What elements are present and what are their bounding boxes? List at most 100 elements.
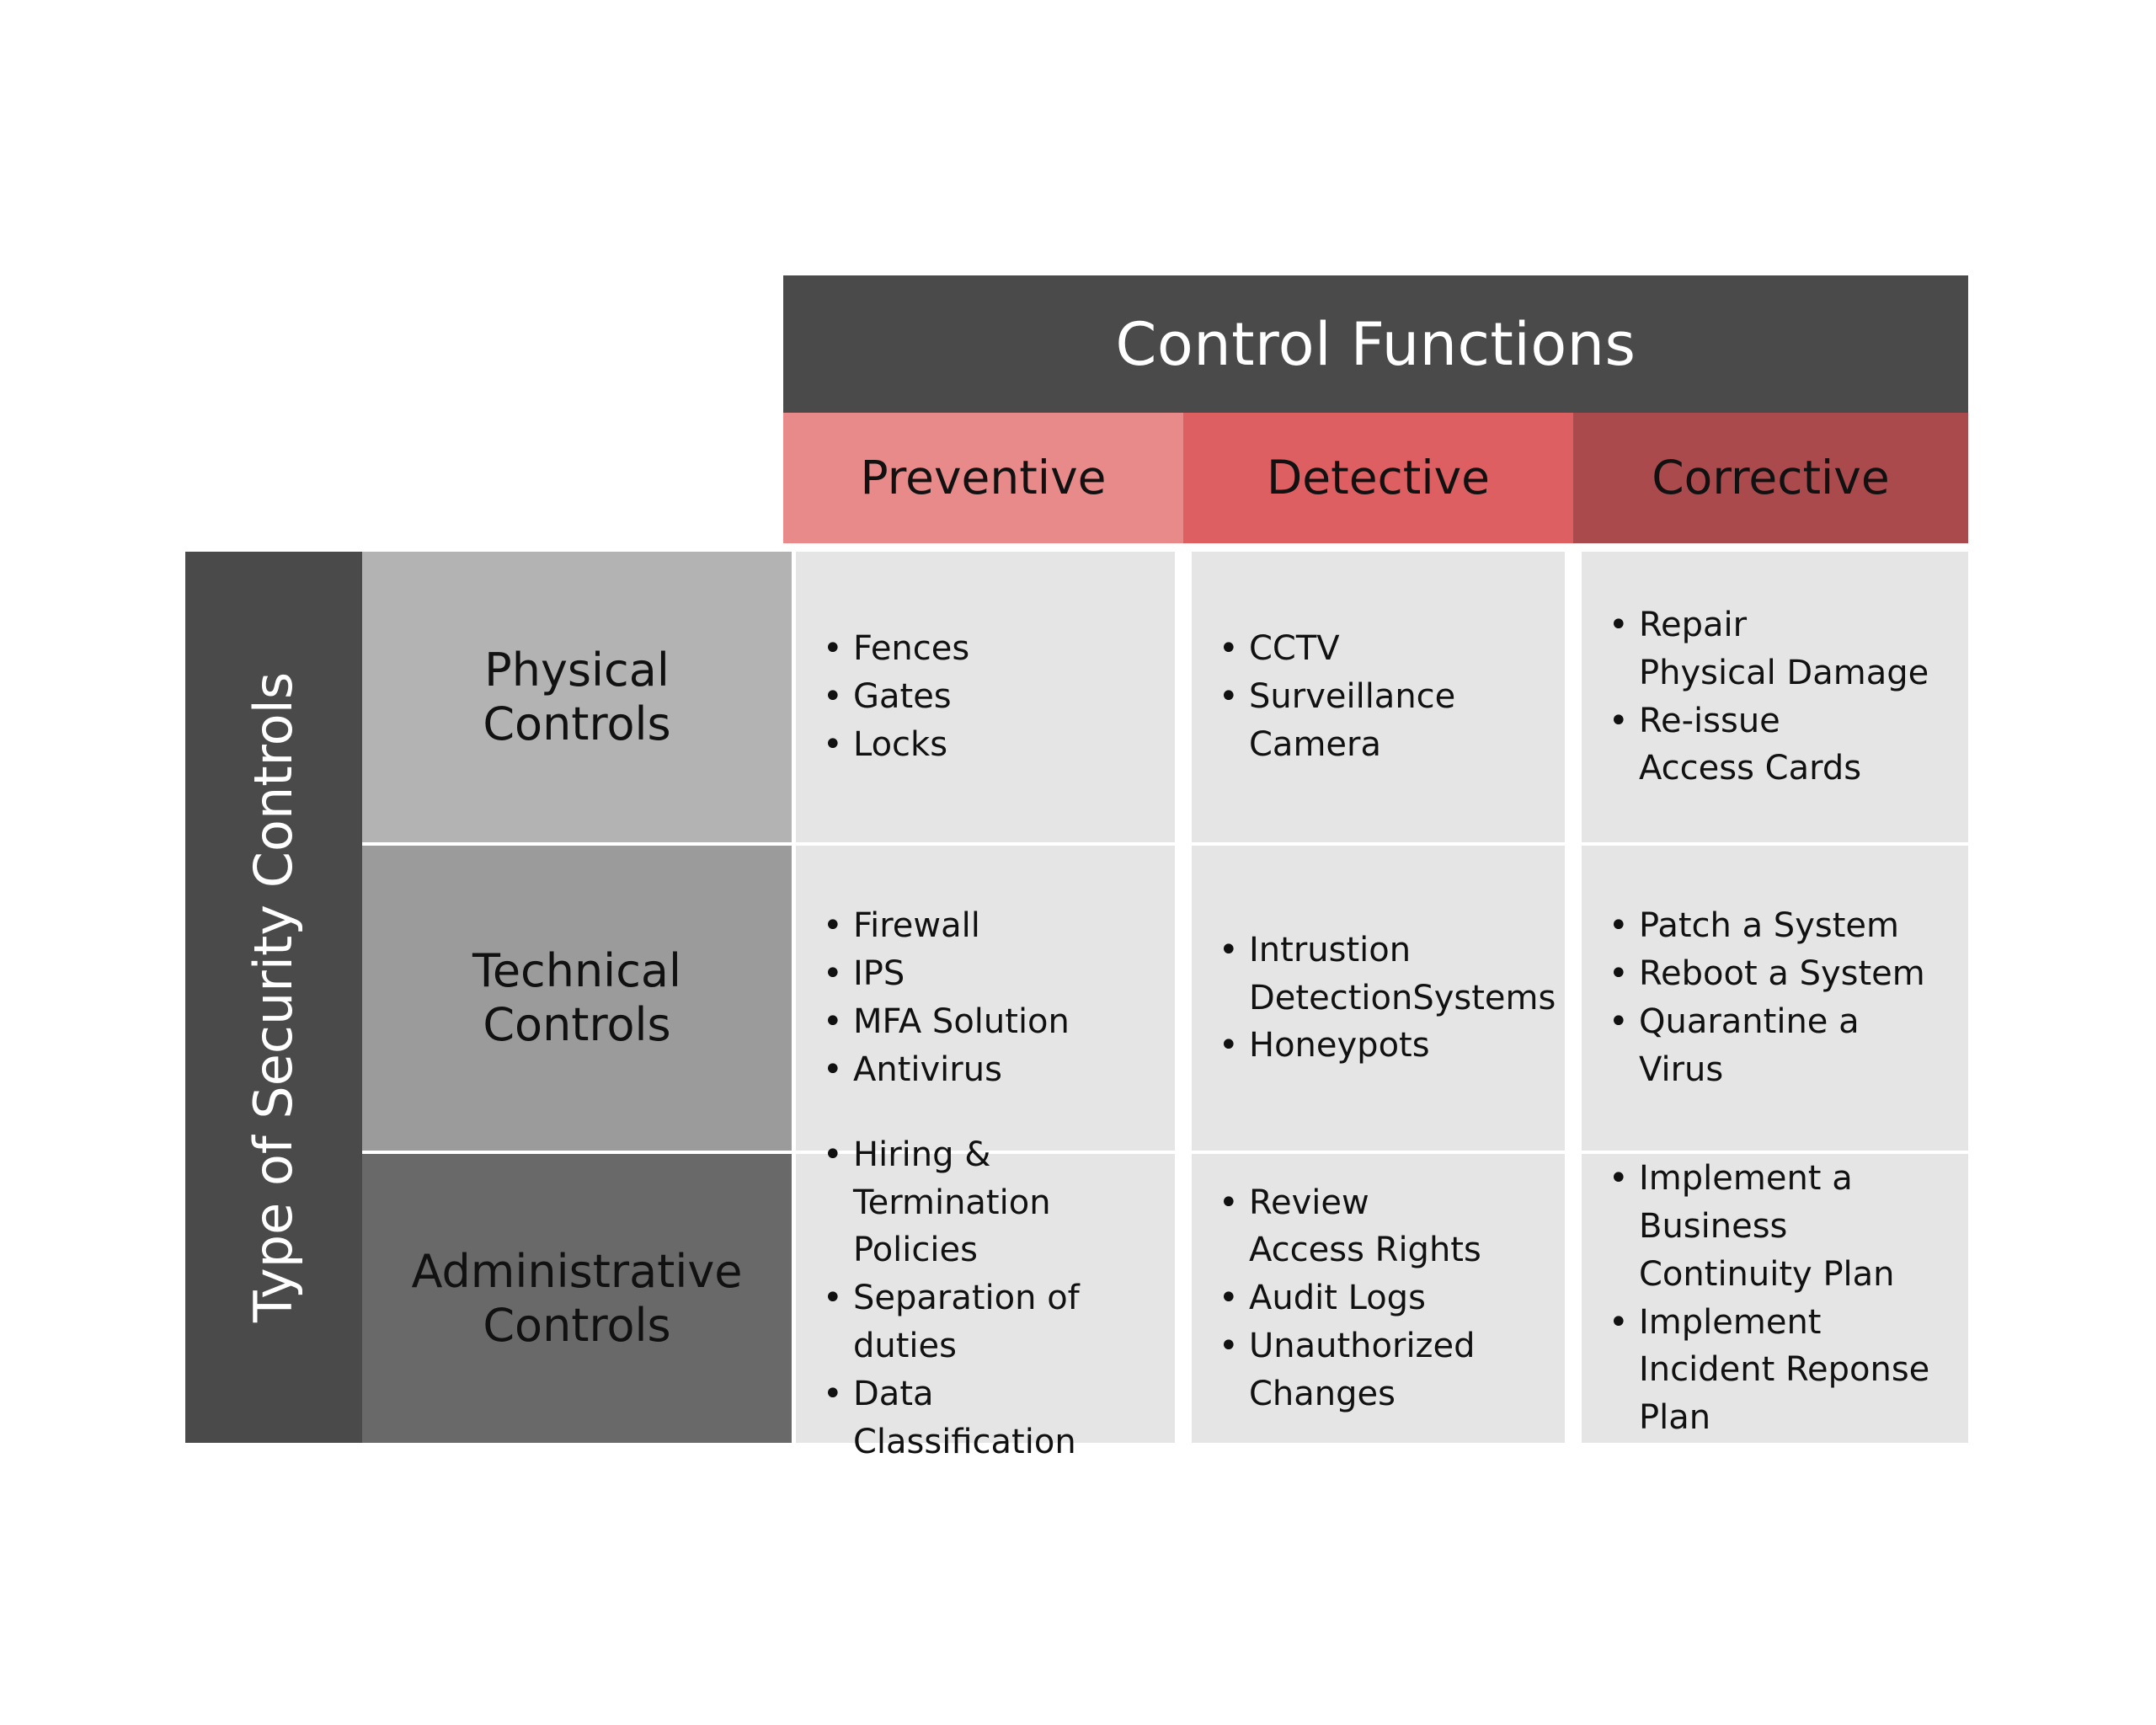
- bullet-dot-icon: •: [1609, 605, 1629, 644]
- bullet-item: •Implement Incident Reponse Plan: [1604, 1299, 1946, 1442]
- bullet-item: •Reboot a System: [1604, 950, 1946, 998]
- cell-physical-detective: •CCTV•Surveillance Camera: [1192, 552, 1565, 842]
- bullet-dot-icon: •: [1609, 701, 1629, 740]
- bullet-item-label: Implement Incident Reponse Plan: [1639, 1302, 1930, 1438]
- bullet-item: • Honeypots: [1214, 1022, 1543, 1070]
- bullet-item-label: Re-issue Access Cards: [1639, 701, 1862, 788]
- bullet-item-label: Locks: [853, 724, 948, 764]
- bullet-item-label: Intrustion DetectionSystems: [1249, 930, 1556, 1017]
- bullet-item: •Hiring & Termination Policies: [818, 1131, 1153, 1274]
- column-header-preventive: Preventive: [783, 413, 1183, 543]
- bullet-item: • Quarantine a Virus: [1604, 998, 1946, 1094]
- bullet-item: •IPS: [818, 950, 1153, 998]
- bullet-dot-icon: •: [1219, 1326, 1239, 1365]
- bullet-dot-icon: •: [823, 629, 843, 669]
- bullet-list: • Intrustion DetectionSystems • Honeypots: [1214, 927, 1556, 1070]
- bullet-dot-icon: •: [823, 1002, 843, 1041]
- bullet-item: •CCTV: [1214, 625, 1543, 673]
- bullet-item-label: Surveillance Camera: [1249, 677, 1456, 764]
- bullet-item-label: Quarantine a Virus: [1639, 1002, 1860, 1089]
- column-header-detective: Detective: [1183, 413, 1573, 543]
- bullet-item-label: IPS: [853, 954, 905, 994]
- bullet-item-label: Hiring & Termination Policies: [853, 1135, 1051, 1270]
- bullet-item-label: Data Classification: [853, 1374, 1076, 1461]
- cell-physical-corrective: • Repair Physical Damage • Re-issue Access …: [1582, 552, 1968, 842]
- bullet-dot-icon: •: [1609, 1302, 1629, 1342]
- column-header-corrective-label: Corrective: [1652, 451, 1890, 505]
- bullet-item-label: Repair Physical Damage: [1639, 605, 1929, 692]
- bullet-list: •Hiring & Termination Policies•Separatio…: [818, 1131, 1153, 1466]
- bullet-dot-icon: •: [823, 677, 843, 717]
- bullet-dot-icon: •: [1219, 677, 1239, 717]
- axis-label-text: Type of Security Controls: [243, 671, 304, 1323]
- cell-administrative-corrective: •Implement a Business Continuity Plan•Im…: [1582, 1154, 1968, 1443]
- bullet-list: •Fences•Gates•Locks: [818, 625, 1153, 768]
- bullet-item-label: Patch a System: [1639, 906, 1899, 946]
- bullet-item: •Implement a Business Continuity Plan: [1604, 1155, 1946, 1298]
- bullet-dot-icon: •: [823, 1279, 843, 1318]
- bullet-item-label: Reboot a System: [1639, 954, 1925, 994]
- bullet-item-label: MFA Solution: [853, 1002, 1070, 1041]
- bullet-dot-icon: •: [1609, 954, 1629, 994]
- bullet-list: •CCTV•Surveillance Camera: [1214, 625, 1543, 768]
- matrix-title: Control Functions: [1115, 309, 1636, 379]
- bullet-dot-icon: •: [1219, 1183, 1239, 1222]
- bullet-dot-icon: •: [823, 1049, 843, 1089]
- bullet-dot-icon: •: [1219, 629, 1239, 669]
- bullet-list: •Implement a Business Continuity Plan•Im…: [1604, 1155, 1946, 1442]
- bullet-item: • Unauthorized Changes: [1214, 1322, 1543, 1418]
- bullet-dot-icon: •: [1609, 1159, 1629, 1199]
- column-header-detective-label: Detective: [1266, 451, 1491, 505]
- bullet-dot-icon: •: [823, 1374, 843, 1413]
- bullet-list: • Repair Physical Damage • Re-issue Access …: [1604, 601, 1946, 793]
- column-header-preventive-label: Preventive: [860, 451, 1107, 505]
- bullet-item-label: Unauthorized Changes: [1249, 1326, 1476, 1413]
- bullet-item: •Gates: [818, 673, 1153, 721]
- bullet-item: • Re-issue Access Cards: [1604, 697, 1946, 793]
- bullet-dot-icon: •: [1609, 1002, 1629, 1041]
- bullet-item: •Surveillance Camera: [1214, 673, 1543, 769]
- bullet-item-label: CCTV: [1249, 629, 1340, 669]
- bullet-dot-icon: •: [823, 906, 843, 946]
- control-functions-header-band: Control Functions: [783, 275, 1968, 413]
- bullet-dot-icon: •: [1219, 1026, 1239, 1065]
- bullet-list: •Patch a System•Reboot a System•Quaranti…: [1604, 902, 1946, 1093]
- bullet-item-label: Gates: [853, 677, 952, 717]
- bullet-item: • Intrustion DetectionSystems: [1214, 927, 1556, 1023]
- bullet-item: • Audit Logs: [1214, 1274, 1543, 1322]
- bullet-list: •Firewall•IPS•MFA Solution•Antivirus: [818, 902, 1153, 1093]
- bullet-item: •Locks: [818, 721, 1153, 769]
- bullet-item-label: Audit Logs: [1249, 1279, 1426, 1318]
- bullet-item: • Review Access Rights: [1214, 1179, 1543, 1275]
- cell-physical-preventive: •Fences•Gates•Locks: [796, 552, 1175, 842]
- bullet-dot-icon: •: [823, 724, 843, 764]
- bullet-item: •Antivirus: [818, 1046, 1153, 1094]
- bullet-dot-icon: •: [1219, 1279, 1239, 1318]
- bullet-dot-icon: •: [1609, 906, 1629, 946]
- bullet-item: •Fences: [818, 625, 1153, 673]
- cell-administrative-detective: • Review Access Rights • Audit Logs • Unautho…: [1192, 1154, 1565, 1443]
- cell-technical-detective: • Intrustion DetectionSystems • Honeypots: [1192, 846, 1565, 1151]
- bullet-item-label: Firewall: [853, 906, 980, 946]
- bullet-item-label: Honeypots: [1249, 1026, 1430, 1065]
- bullet-item: • Repair Physical Damage: [1604, 601, 1946, 697]
- bullet-item-label: Separation of duties: [853, 1279, 1080, 1365]
- bullet-list: • Review Access Rights • Audit Logs • Unautho…: [1214, 1179, 1543, 1418]
- bullet-item: •Patch a System: [1604, 902, 1946, 950]
- cell-technical-corrective: •Patch a System•Reboot a System•Quaranti…: [1582, 846, 1968, 1151]
- bullet-item-label: Review Access Rights: [1249, 1183, 1481, 1270]
- bullet-dot-icon: •: [823, 954, 843, 994]
- bullet-item-label: Implement a Business Continuity Plan: [1639, 1159, 1895, 1294]
- bullet-item: •Firewall: [818, 902, 1153, 950]
- bullet-dot-icon: •: [1219, 930, 1239, 969]
- axis-label-type-of-security-controls: Type of Security Controls: [185, 552, 362, 1443]
- bullet-item: • Separation of duties: [818, 1274, 1153, 1370]
- column-header-row: Preventive Detective Corrective: [783, 413, 1968, 543]
